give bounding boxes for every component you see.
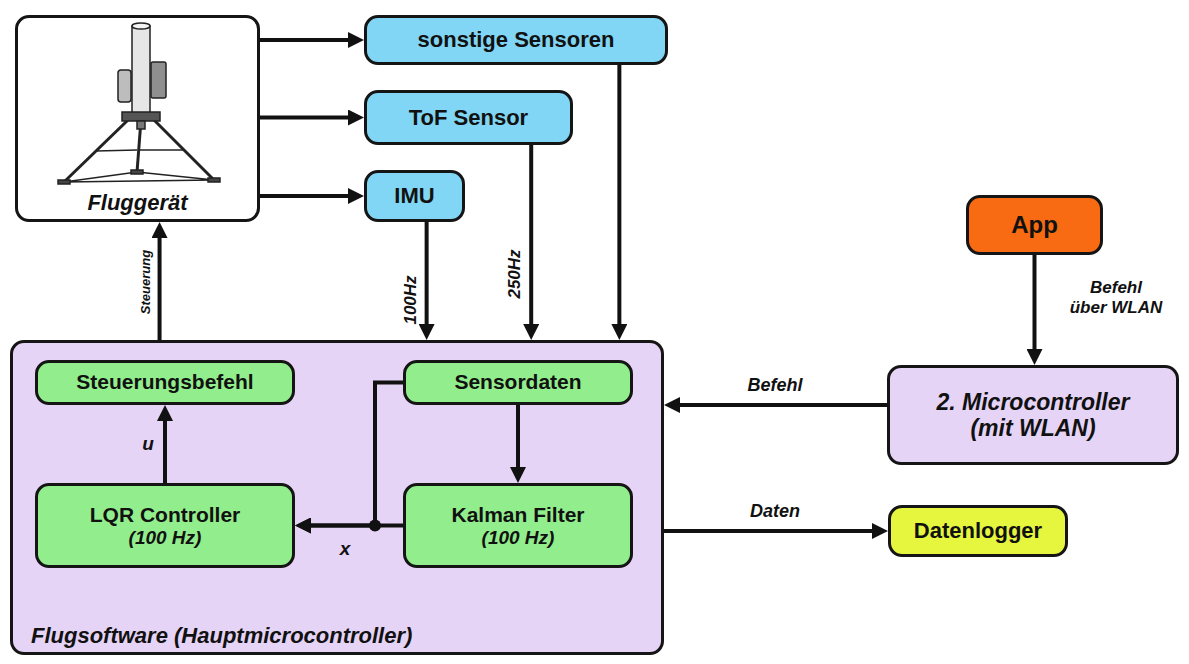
node-title: 2. Microcontroller (mit WLAN) bbox=[900, 389, 1166, 442]
connector-arrow bbox=[529, 145, 533, 332]
app-box: App bbox=[966, 195, 1103, 255]
sensor-box: ToF Sensor bbox=[364, 90, 573, 145]
foot bbox=[208, 178, 220, 182]
process-box: Steuerungsbefehl bbox=[35, 360, 295, 405]
node-title: Kalman Filter bbox=[451, 503, 584, 527]
side-tank bbox=[118, 70, 131, 102]
connector-arrow bbox=[163, 413, 167, 483]
connector-arrow bbox=[303, 524, 403, 528]
connector-arrow bbox=[260, 38, 356, 42]
base-plate bbox=[122, 112, 160, 121]
tripod-strut bbox=[96, 150, 137, 151]
junction-dot bbox=[369, 520, 381, 532]
node-title: Fluggerät bbox=[87, 190, 187, 215]
connector-arrow bbox=[425, 222, 429, 332]
connector-arrow bbox=[672, 403, 887, 407]
edge-label: Daten bbox=[750, 501, 800, 522]
connector-arrow bbox=[664, 529, 880, 533]
node-subtitle: (100 Hz) bbox=[482, 527, 555, 549]
connector-arrow bbox=[260, 116, 356, 120]
connector-arrow bbox=[1033, 255, 1037, 357]
edge-label: Befehl bbox=[747, 375, 802, 396]
node-title: Flugsoftware (Hauptmicrocontroller) bbox=[31, 623, 412, 648]
vehicle-box: Fluggerät bbox=[15, 15, 260, 222]
controller-box: 2. Microcontroller (mit WLAN) bbox=[887, 365, 1179, 465]
foot bbox=[131, 170, 143, 174]
node-title: Steuerungsbefehl bbox=[76, 370, 253, 394]
edge-label: 100Hz bbox=[401, 275, 421, 324]
edge-label: Steuerung bbox=[139, 250, 154, 314]
process-box: Sensordaten bbox=[403, 360, 633, 405]
node-title: Sensordaten bbox=[454, 370, 581, 394]
nozzle bbox=[137, 121, 145, 129]
tripod-leg bbox=[64, 120, 128, 182]
tripod-leg bbox=[154, 120, 214, 180]
controller-box: LQR Controller(100 Hz) bbox=[35, 483, 295, 568]
software-box: Flugsoftware (Hauptmicrocontroller) Steue… bbox=[10, 340, 664, 655]
sensor-box: sonstige Sensoren bbox=[364, 15, 668, 65]
node-title: LQR Controller bbox=[90, 503, 241, 527]
main-tube bbox=[132, 26, 150, 116]
connector-arrow bbox=[516, 405, 520, 475]
tripod-leg bbox=[137, 120, 141, 172]
tube-cap bbox=[132, 23, 150, 29]
edge-label: 250Hz bbox=[505, 249, 525, 298]
sensor-box: IMU bbox=[364, 170, 465, 222]
tripod-strut bbox=[64, 172, 214, 182]
node-title: sonstige Sensoren bbox=[418, 27, 615, 52]
connector-arrow bbox=[617, 65, 621, 332]
electronics-box bbox=[151, 62, 166, 98]
node-subtitle: (100 Hz) bbox=[129, 527, 202, 549]
edge-label: u bbox=[142, 433, 154, 455]
connector-arrow bbox=[303, 383, 403, 526]
node-title: ToF Sensor bbox=[409, 105, 528, 130]
edge-label: Befehl über WLAN bbox=[1060, 278, 1172, 317]
foot bbox=[58, 180, 70, 184]
filter-box: Kalman Filter(100 Hz) bbox=[403, 483, 633, 568]
tripod-strut bbox=[139, 149, 184, 151]
node-title: App bbox=[1011, 211, 1058, 239]
connector-arrow bbox=[260, 194, 356, 198]
connector-arrow bbox=[158, 230, 162, 340]
logger-box: Datenlogger bbox=[888, 505, 1068, 557]
node-title: IMU bbox=[394, 183, 434, 208]
node-title: Datenlogger bbox=[914, 518, 1042, 543]
edge-label: x bbox=[340, 538, 351, 560]
